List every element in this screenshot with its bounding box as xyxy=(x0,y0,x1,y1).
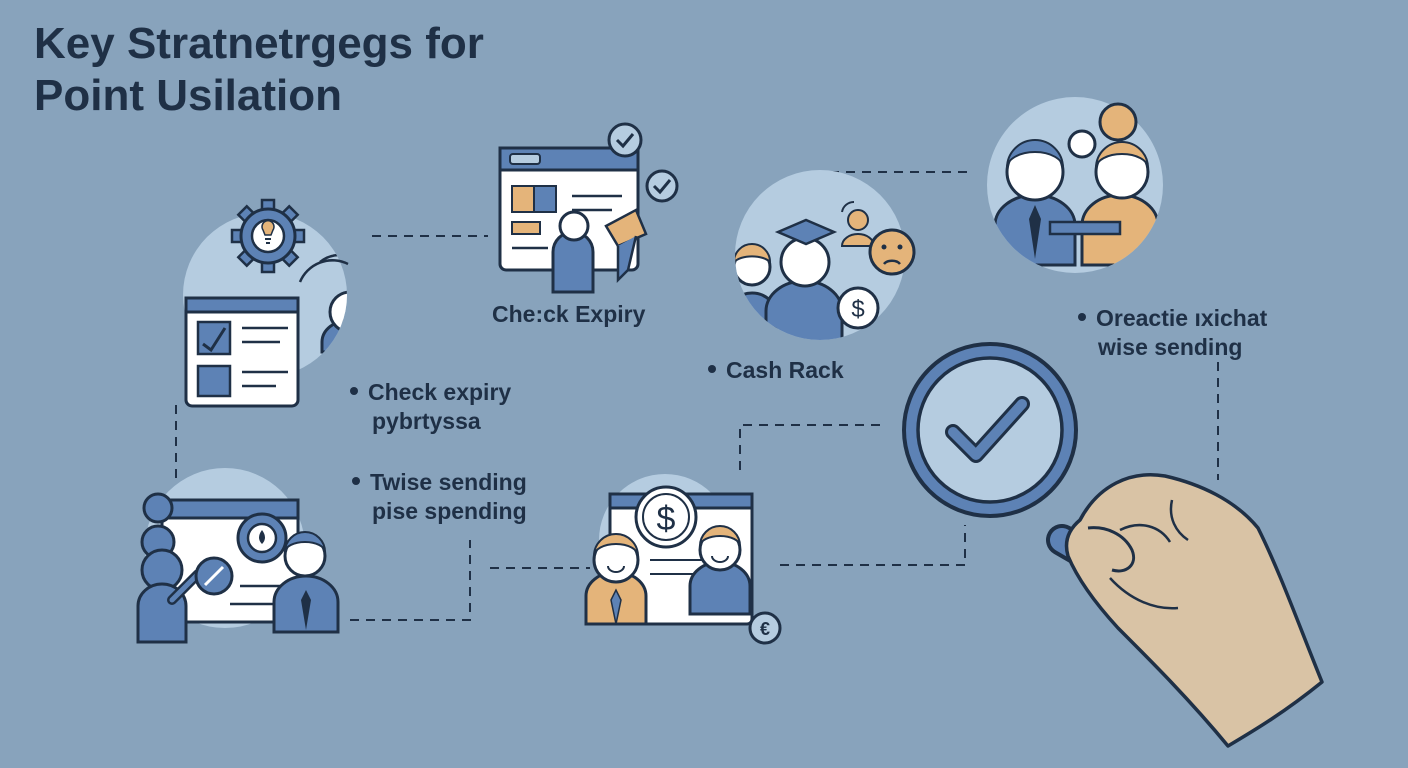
label-text: Twise sending xyxy=(370,469,527,495)
person-icon xyxy=(272,531,340,634)
person-icon xyxy=(551,208,648,294)
label-check-expiry-left: Check expiry pybrtyssa xyxy=(350,378,511,436)
label-line-1: Check expiry xyxy=(350,378,511,407)
magnifier-icon xyxy=(902,342,1078,518)
bullet-icon xyxy=(708,364,716,373)
graduate-icon xyxy=(764,218,844,340)
person-icon xyxy=(688,525,752,616)
euro-coin-icon: € xyxy=(748,611,782,645)
strategy-illustration-twise-sending xyxy=(136,468,340,644)
dashed-connectors xyxy=(175,171,1219,621)
euro-symbol: € xyxy=(760,619,770,639)
label-line-1: Oreactie ıxichat xyxy=(1078,304,1267,333)
title-line-2: Point Usilation xyxy=(34,71,342,120)
bullet-icon xyxy=(1078,312,1086,321)
label-text: Cash Rack xyxy=(726,357,844,383)
dollar-symbol: $ xyxy=(657,500,676,538)
gear-icon xyxy=(230,198,306,274)
strategy-illustration-cash-rack: $ xyxy=(735,170,916,340)
label-text: Che:ck Expiry xyxy=(492,301,646,327)
hand-icon xyxy=(1064,473,1324,748)
checklist-document-icon xyxy=(184,296,300,408)
check-circle-icon xyxy=(607,122,643,158)
check-circle-icon xyxy=(645,169,679,203)
browser-window-icon xyxy=(498,146,640,272)
speech-dot-icon xyxy=(1067,129,1097,159)
person-icon xyxy=(584,533,648,626)
magnifier-hand-illustration xyxy=(902,342,1324,748)
label-text: Check expiry xyxy=(368,379,512,405)
droplet-badge-icon xyxy=(236,512,288,564)
dollar-coin-icon: $ xyxy=(836,286,880,330)
strategy-illustration-consultation xyxy=(987,97,1163,273)
label-text: Oreactie ıxichat xyxy=(1096,305,1268,331)
label-line-2: pise spending xyxy=(372,498,527,524)
title-line-1: Key Stratnetrgegs for xyxy=(34,19,484,68)
strategy-illustration-check-expiry xyxy=(183,198,349,408)
label-twise-sending: Twise sending pise spending xyxy=(352,468,527,526)
dollar-symbol: $ xyxy=(851,296,864,323)
strategy-illustration-spending: $ € xyxy=(584,474,782,645)
speech-dot-icon xyxy=(1098,102,1138,142)
label-line-1: Twise sending xyxy=(352,468,527,497)
label-check-expiry-center: Che:ck Expiry xyxy=(492,300,645,329)
sad-face-icon xyxy=(868,228,916,276)
label-line-2: pybrtyssa xyxy=(372,408,481,434)
label-cash-rack: Cash Rack xyxy=(708,356,844,385)
bullet-icon xyxy=(352,476,360,485)
bullet-icon xyxy=(350,386,358,395)
person-icon xyxy=(136,492,234,644)
label-oreactie: Oreactie ıxichat wise sending xyxy=(1078,304,1267,362)
strategy-illustration-check-expiry-center xyxy=(498,122,679,294)
dollar-coin-icon: $ xyxy=(634,485,698,549)
label-line-2: wise sending xyxy=(1098,334,1243,360)
page-title: Key Stratnetrgegs for Point Usilation xyxy=(34,18,484,122)
label-line-1: Cash Rack xyxy=(708,356,844,385)
person-icon xyxy=(993,139,1077,267)
